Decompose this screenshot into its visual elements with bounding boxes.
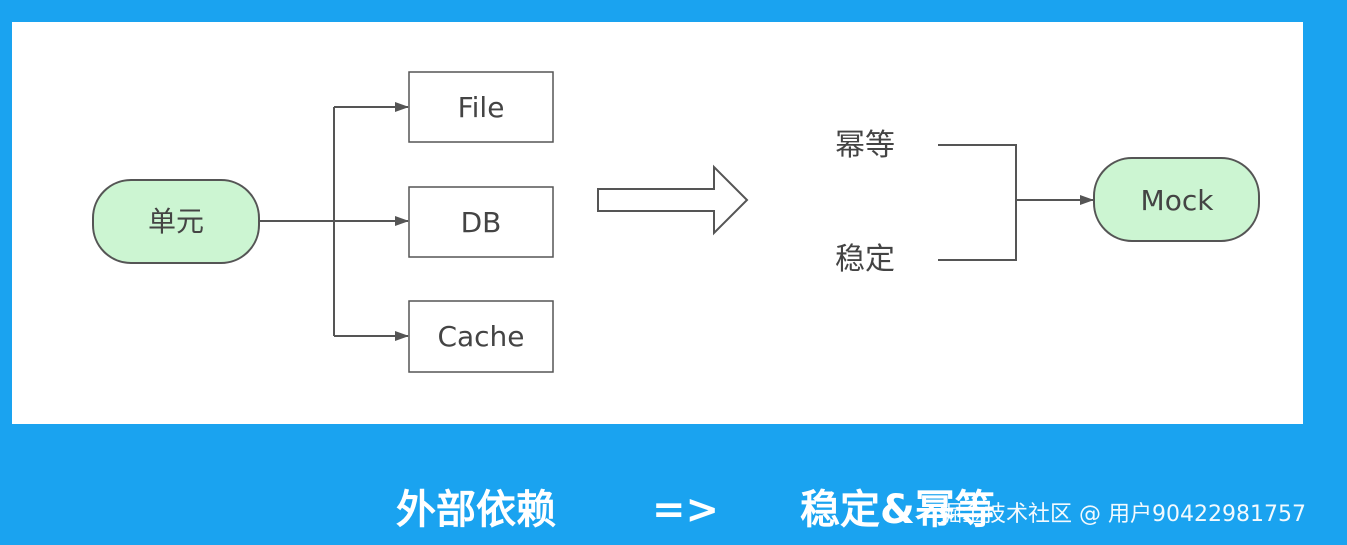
mock-node: Mock [1093, 157, 1260, 242]
property-idempotent: 幂等 [835, 128, 895, 163]
caption-arrow: => [652, 487, 720, 533]
dependency-cache: Cache [408, 300, 554, 373]
dependency-cache-label: Cache [437, 320, 524, 353]
dependency-db: DB [408, 186, 554, 258]
source-node: 单元 [92, 179, 260, 264]
mock-node-label: Mock [1141, 184, 1215, 217]
watermark-text: 掘金技术社区 @ 用户90422981757 [940, 502, 1306, 527]
dependency-file-label: File [458, 91, 505, 124]
property-stable: 稳定 [835, 242, 895, 277]
dependency-file: File [408, 71, 554, 143]
dependency-db-label: DB [461, 206, 502, 239]
merge-connectors [938, 144, 1094, 261]
source-node-label: 单元 [148, 205, 204, 238]
caption-stable-idempotent: 稳定&幂等 [800, 487, 995, 533]
caption-external-dependency: 外部依赖 [396, 487, 556, 533]
dependency-connectors [259, 102, 409, 341]
transform-arrow-icon [597, 164, 749, 236]
merge-bracket [938, 144, 1017, 261]
